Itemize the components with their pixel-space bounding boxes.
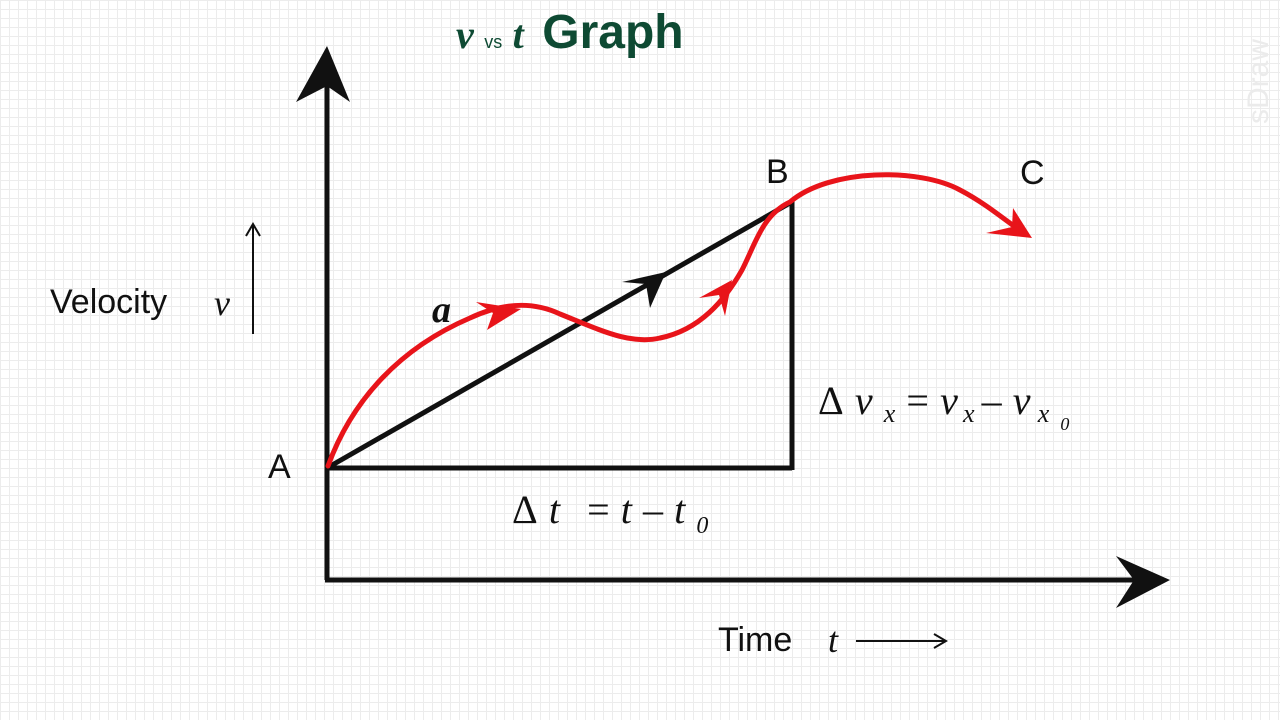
y-axis-label-arrowhead <box>245 222 261 237</box>
title-v: v <box>456 12 475 57</box>
y-axis-label: Velocity <box>50 283 167 321</box>
curve-arrowhead-3 <box>986 208 1032 238</box>
title-graph: Graph <box>542 6 683 59</box>
delta-t-expression: Δ t = t – t 0 <box>512 487 708 539</box>
delta-v-v: v <box>855 378 873 423</box>
delta-v-delta: Δ <box>818 378 844 423</box>
delta-t-t: t <box>549 487 561 532</box>
curve-arrowhead-1 <box>476 302 521 330</box>
title-vs: vs <box>484 32 502 52</box>
x-axis-symbol: t <box>828 620 839 660</box>
curve-arrowhead-2 <box>699 280 732 316</box>
watermark: sDraw <box>1242 39 1275 124</box>
secant-arrowhead <box>622 272 666 308</box>
delta-t-sub0: 0 <box>696 513 708 539</box>
x-axis-label-arrowhead <box>933 633 948 649</box>
point-b-label: B <box>766 153 789 191</box>
delta-v-minus: – <box>981 378 1003 423</box>
delta-t-t0: t <box>674 487 686 532</box>
delta-t-delta: Δ <box>512 487 538 532</box>
curve-label-a: a <box>432 289 451 331</box>
delta-v-expression: Δ v x = v x – v x 0 <box>818 378 1069 434</box>
title-t: t <box>513 12 526 57</box>
delta-v-sub0: 0 <box>1060 414 1069 434</box>
delta-v-sub-x2: x <box>962 399 975 428</box>
point-a-label: A <box>268 448 291 486</box>
graph-title: v vs t Graph <box>456 6 684 59</box>
y-axis-symbol: v <box>214 283 230 323</box>
delta-t-equals: = <box>587 487 610 532</box>
delta-v-equals: = <box>906 378 929 423</box>
point-c-label: C <box>1020 154 1045 192</box>
delta-v-sub-x3: x <box>1037 399 1050 428</box>
x-axis-label: Time <box>718 621 792 659</box>
secant-line-ab <box>325 200 792 471</box>
delta-v-v2: v <box>940 378 958 423</box>
delta-v-sub-x: x <box>883 399 896 428</box>
x-axis-arrowhead <box>1116 556 1170 608</box>
delta-t-t2: t <box>621 487 633 532</box>
y-axis-arrowhead <box>296 46 350 102</box>
velocity-curve <box>325 172 1025 469</box>
delta-v-v3: v <box>1013 378 1031 423</box>
delta-t-minus: – <box>642 487 664 532</box>
